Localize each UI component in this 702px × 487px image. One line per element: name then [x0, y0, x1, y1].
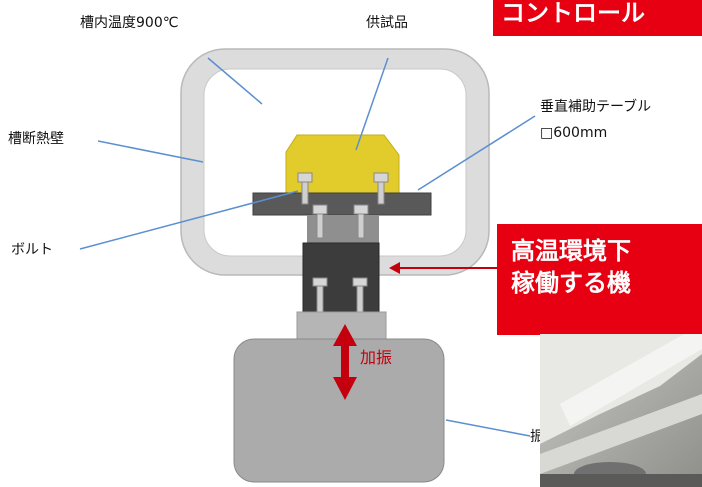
- excitation-arrow: [333, 324, 357, 400]
- equipment-photo: [540, 334, 702, 487]
- high-temperature-banner: 高温環境下 稼働する機: [497, 224, 702, 335]
- table-size-label: □600mm: [540, 125, 608, 141]
- high-temperature-banner-line2: 稼働する機: [511, 269, 631, 297]
- chamber-wall-label: 槽断熱壁: [8, 131, 64, 147]
- equipment-photo-image: [540, 334, 702, 487]
- bolt-label: ボルト: [11, 242, 53, 258]
- excitation-label: 加振: [360, 348, 393, 367]
- leader-lines: [79, 57, 536, 437]
- table-bolt-right: [373, 172, 389, 205]
- chamber-temperature-label: 槽内温度900℃: [80, 15, 179, 31]
- vertical-table-label: 垂直補助テーブル: [540, 99, 652, 115]
- table-bolt-left: [297, 172, 313, 205]
- high-temperature-banner-line1: 高温環境下: [511, 237, 631, 265]
- upper-adapter-bolts: [312, 204, 369, 239]
- control-banner: コントロール: [493, 0, 702, 36]
- shaker-body: [233, 338, 445, 483]
- column-pointer-arrow: [389, 262, 497, 274]
- specimen-label: 供試品: [366, 15, 408, 31]
